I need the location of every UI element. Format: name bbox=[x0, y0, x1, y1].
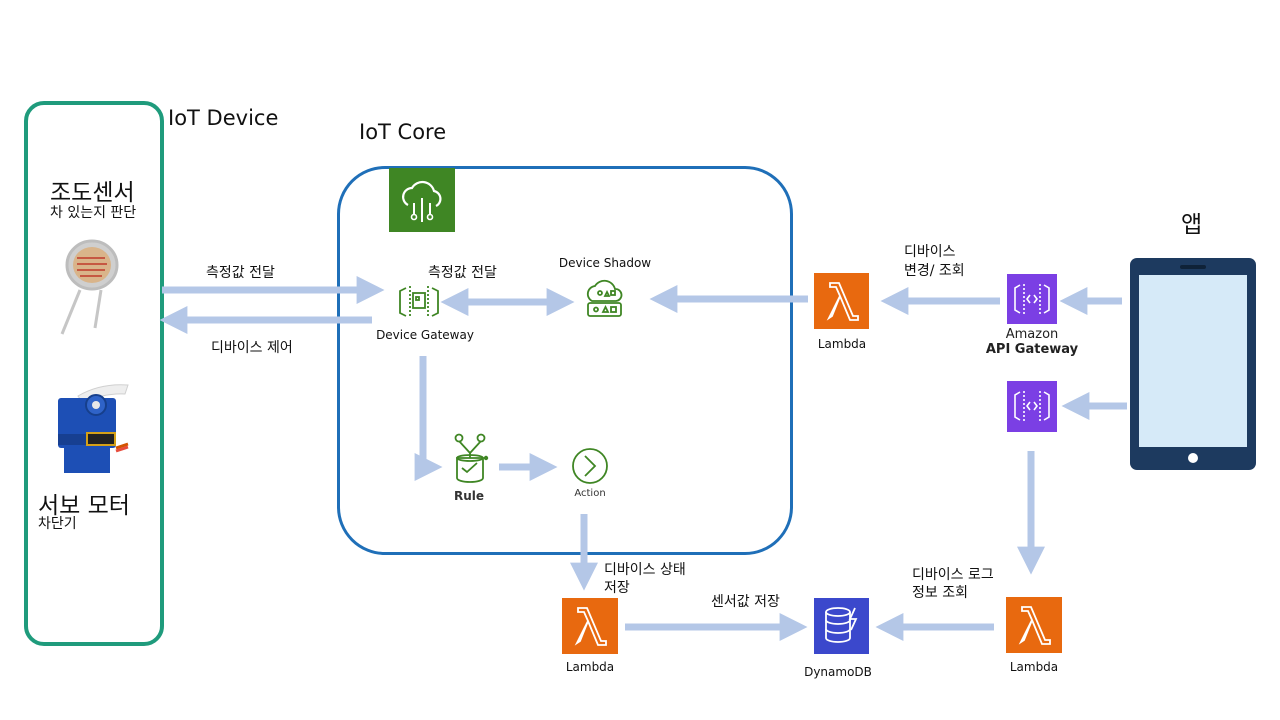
tablet-icon bbox=[1130, 258, 1256, 470]
edge-label-sensor-to-gateway: 측정값 전달 bbox=[206, 265, 275, 281]
edge-label-line: 디바이스 로그 bbox=[912, 567, 994, 583]
arrow-gateway-to-rule bbox=[414, 356, 443, 481]
edge-label-sensor-store: 센서값 저장 bbox=[711, 594, 780, 610]
api-gateway-label-line1: Amazon bbox=[1005, 327, 1059, 342]
edge-label-line: 정보 조회 bbox=[912, 585, 968, 601]
edge-label-device-control: 디바이스 제어 bbox=[211, 340, 293, 356]
api-gateway-icon bbox=[1007, 274, 1057, 324]
edge-label-line: 디바이스 bbox=[904, 244, 956, 260]
iot-core-container bbox=[337, 166, 793, 555]
lambda-bottom-right-label: Lambda bbox=[1009, 660, 1059, 674]
servo-motor-image bbox=[58, 384, 129, 473]
light-sensor-desc: 차 있는지 판단 bbox=[50, 205, 137, 221]
light-sensor-image bbox=[60, 239, 119, 335]
action-icon bbox=[572, 448, 608, 484]
api-gateway-label: Amazon API Gateway bbox=[986, 327, 1078, 357]
edge-label-gateway-to-shadow: 측정값 전달 bbox=[428, 265, 497, 281]
lambda-icon bbox=[1006, 597, 1062, 653]
device-shadow-icon bbox=[586, 279, 623, 317]
edge-label-line: 저장 bbox=[604, 580, 630, 596]
edge-label-device-change: 디바이스 변경/ 조회 bbox=[904, 243, 965, 281]
iot-core-icon bbox=[389, 168, 455, 232]
device-gateway-label: Device Gateway bbox=[376, 328, 474, 342]
edge-label-line: 디바이스 상태 bbox=[604, 562, 686, 578]
lambda-bottom-left-label: Lambda bbox=[565, 660, 615, 674]
iot-core-title: IoT Core bbox=[359, 120, 447, 144]
app-title: 앱 bbox=[1181, 212, 1203, 238]
lambda-top-label: Lambda bbox=[817, 337, 867, 351]
edge-label-device-log: 디바이스 로그 정보 조회 bbox=[912, 566, 994, 602]
api-gateway-label-line2: API Gateway bbox=[985, 342, 1079, 357]
edge-label-line: 변경/ 조회 bbox=[904, 263, 965, 279]
api-gateway-icon bbox=[1007, 381, 1057, 432]
device-shadow-label: Device Shadow bbox=[558, 256, 652, 270]
rule-label: Rule bbox=[453, 489, 485, 503]
action-label: Action bbox=[574, 488, 606, 499]
dynamodb-label: DynamoDB bbox=[804, 665, 872, 679]
rule-icon bbox=[454, 433, 489, 483]
dynamodb-icon bbox=[814, 598, 869, 654]
lambda-icon bbox=[814, 273, 869, 329]
light-sensor-name: 조도센서 bbox=[50, 180, 135, 206]
iot-device-title: IoT Device bbox=[168, 106, 279, 130]
lambda-icon bbox=[562, 598, 618, 654]
edge-label-action-store: 디바이스 상태 저장 bbox=[604, 561, 686, 597]
iot-device-container bbox=[24, 101, 164, 646]
servo-motor-desc: 차단기 bbox=[38, 516, 77, 532]
servo-motor-name: 서보 모터 bbox=[38, 493, 130, 519]
device-gateway-icon bbox=[399, 286, 439, 318]
